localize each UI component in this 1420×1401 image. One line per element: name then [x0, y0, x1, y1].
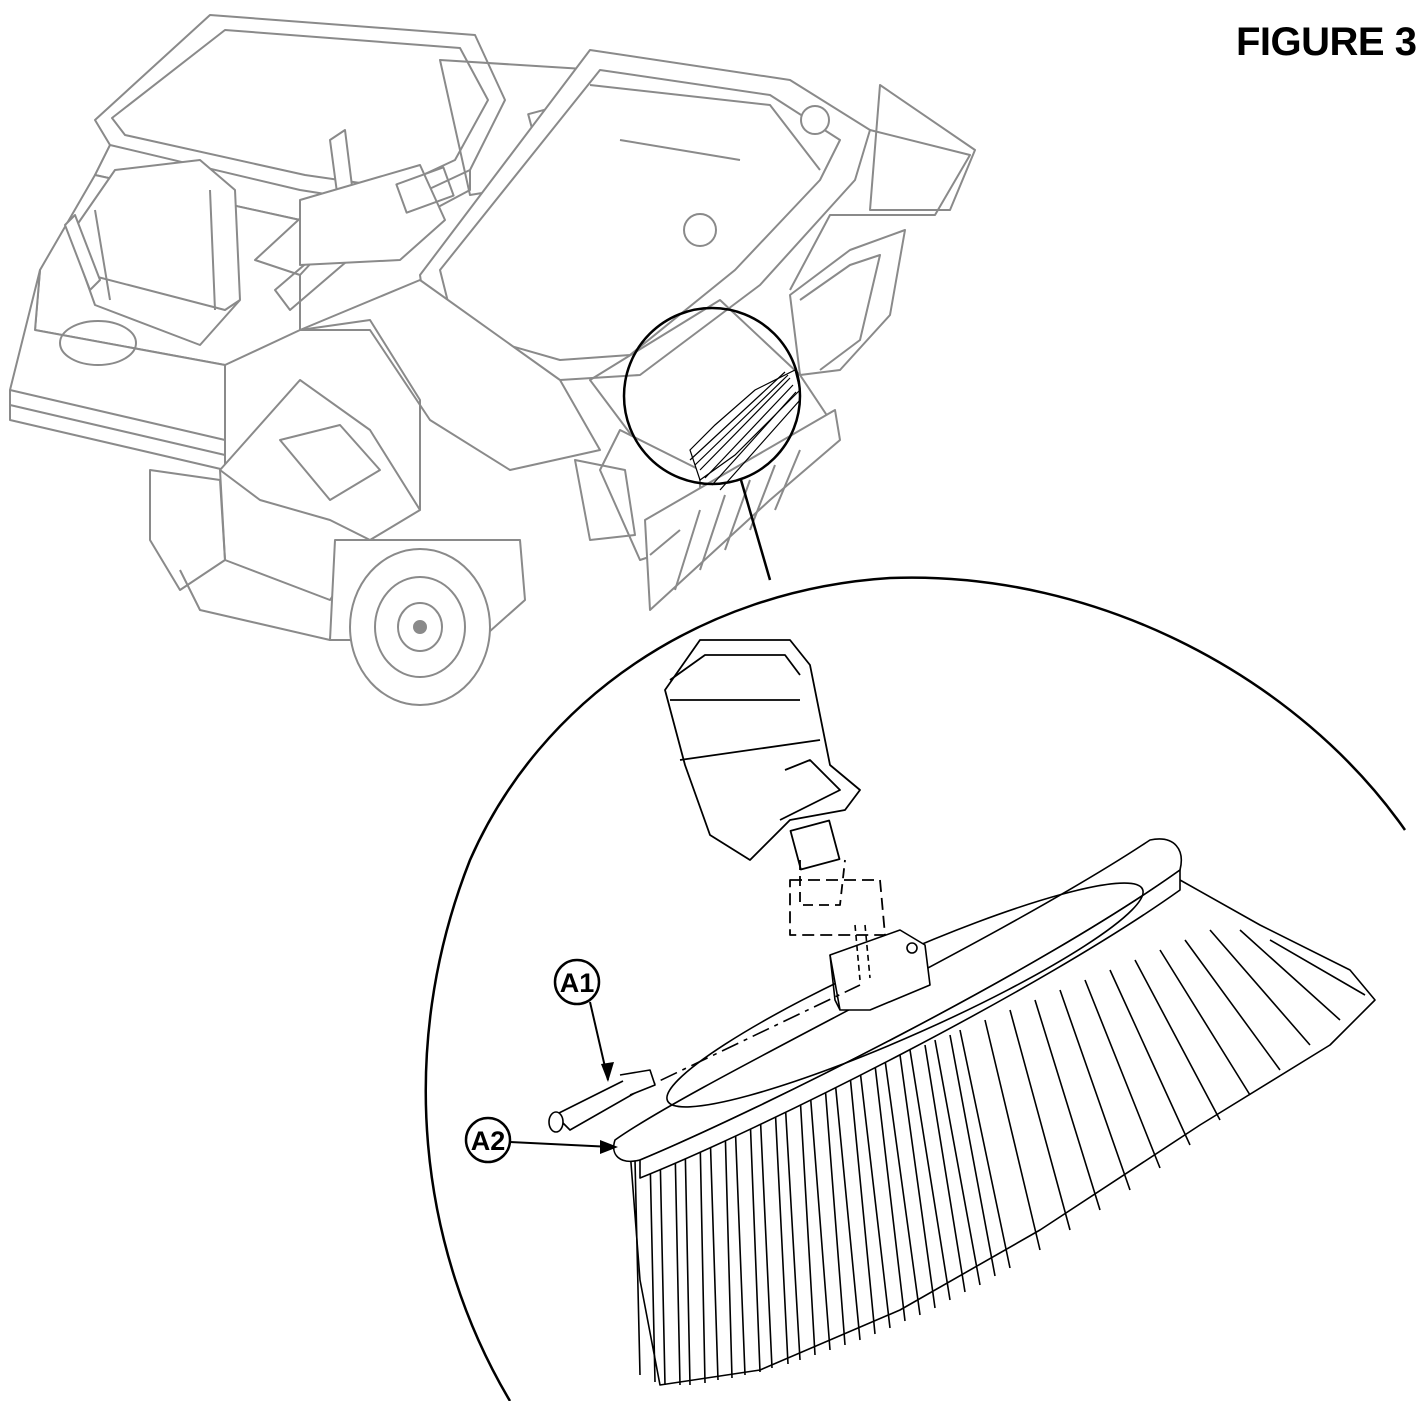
- callout-a2: A2: [464, 1116, 618, 1164]
- logo-badge: [59, 320, 137, 366]
- callout-a1-label: A1: [560, 968, 595, 998]
- figure-title: FIGURE 3: [1236, 20, 1417, 64]
- side-brush-assembly: [548, 838, 1376, 1386]
- callout-a2-bubble: [464, 1116, 512, 1164]
- brush-motor: [664, 639, 886, 936]
- bristles: [629, 879, 1376, 1386]
- sweeper-machine: [9, 14, 976, 706]
- callout-a2-label: A2: [471, 1126, 506, 1156]
- detail-leader-line: [739, 479, 772, 581]
- dust-skirt: [789, 229, 906, 376]
- callout-a2-leader: [509, 1141, 613, 1148]
- detail-zoom-arc: [424, 576, 1407, 1401]
- detail-source-circle: [622, 306, 802, 486]
- callout-a1: A1: [553, 958, 614, 1082]
- seat: [69, 159, 241, 346]
- front-skirt: [644, 409, 841, 611]
- callout-a1-bubble: [553, 958, 601, 1006]
